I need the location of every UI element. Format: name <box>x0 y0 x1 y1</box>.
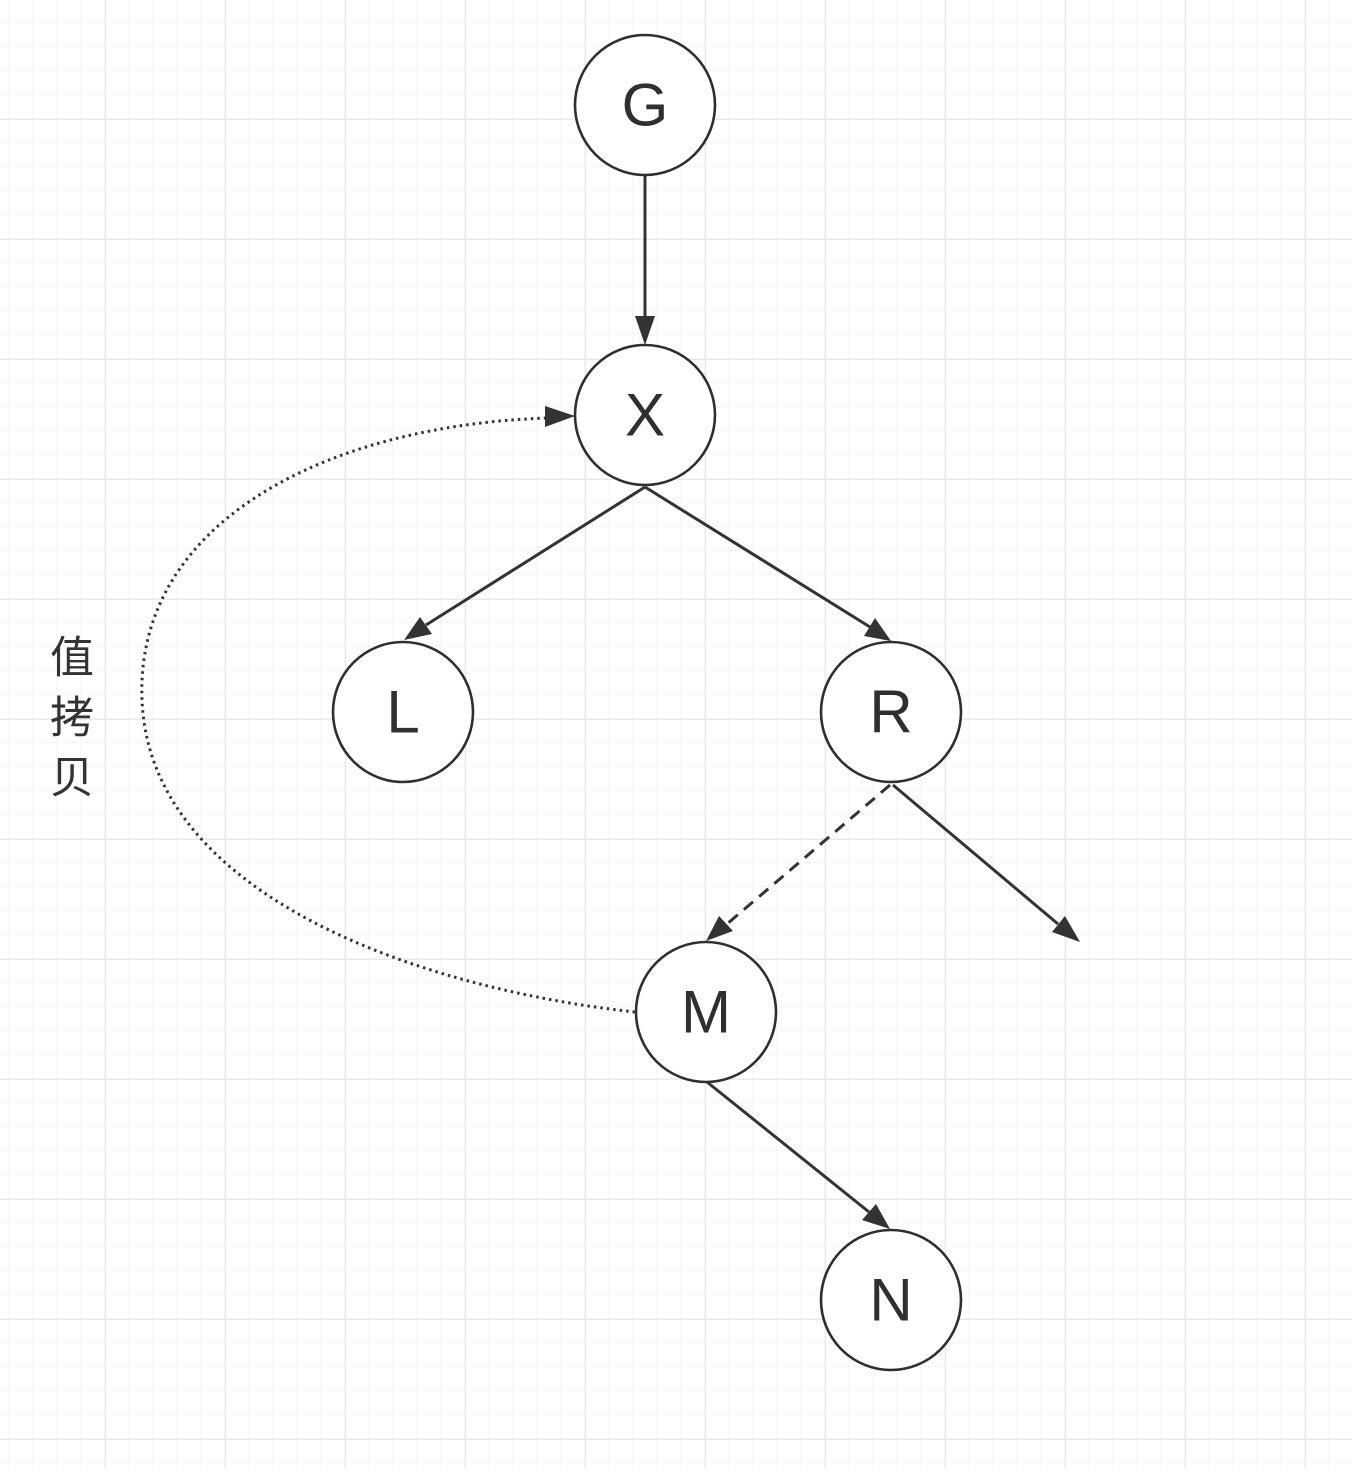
node-x-label: X <box>625 382 665 449</box>
copy-note: 值 拷 贝 <box>50 633 94 804</box>
arrow-head-x-l <box>404 617 432 640</box>
copy-note-char-1: 值 <box>50 633 94 684</box>
edges <box>140 176 1080 1229</box>
node-r-circle <box>819 640 963 784</box>
arrow-head-x-r <box>864 618 891 641</box>
edge-r-out <box>892 783 1059 926</box>
node-x-circle <box>573 343 717 487</box>
node-g-circle <box>573 33 717 177</box>
node-l-label: L <box>386 679 419 746</box>
node-m: M <box>634 940 778 1084</box>
node-r: R <box>819 640 963 784</box>
edge-r-m <box>726 783 891 926</box>
node-m-circle <box>634 940 778 1084</box>
node-l: L <box>331 640 475 784</box>
arrow-head-r-out <box>1052 916 1080 942</box>
edge-x-l <box>425 485 646 627</box>
arrow-head-m-x-copy <box>545 406 575 427</box>
node-l-circle <box>331 640 475 784</box>
arrow-head-m-n <box>862 1204 890 1229</box>
node-x: X <box>573 343 717 487</box>
copy-note-char-3: 贝 <box>50 753 94 804</box>
node-n: N <box>819 1228 963 1372</box>
arrow-head-g-x <box>635 316 655 345</box>
node-g: G <box>573 33 717 177</box>
node-n-circle <box>819 1228 963 1372</box>
copy-note-char-2: 拷 <box>50 693 94 744</box>
node-n-label: N <box>869 1267 912 1334</box>
arrow-head-r-m <box>706 916 733 941</box>
node-g-label: G <box>622 72 669 139</box>
edge-x-r <box>644 485 871 629</box>
node-m-label: M <box>681 979 731 1046</box>
edge-m-n <box>706 1080 870 1214</box>
node-r-label: R <box>869 679 912 746</box>
